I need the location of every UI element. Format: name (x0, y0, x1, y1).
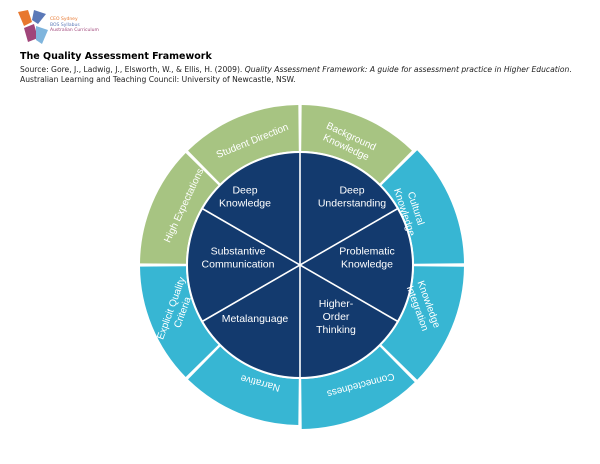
inner-label: Metalanguage (222, 313, 289, 325)
core-divider (201, 207, 399, 323)
outer-label-group: KnowledgeIntegration (403, 279, 442, 334)
outer-segment (301, 105, 412, 184)
outer-segment (188, 346, 299, 425)
source-citation: Source: Gore, J., Ladwig, J., Elsworth, … (20, 65, 595, 85)
outer-segment (381, 150, 464, 264)
outer-label: KnowledgeIntegration (403, 279, 442, 334)
logo-shape-orange (18, 10, 32, 26)
source-title: Quality Assessment Framework: A guide fo… (244, 65, 570, 74)
logo-shape-lightblue (36, 26, 48, 44)
logo-line-1: CEO Sydney (50, 17, 78, 22)
ceo-logo (18, 10, 48, 44)
outer-segment (301, 346, 415, 429)
logo-text: CEO Sydney BOS Syllabus Australian Curri… (50, 17, 99, 34)
logo-line-2: BOS Syllabus (50, 22, 80, 28)
outer-segment (381, 266, 464, 380)
outer-segment (188, 105, 299, 184)
logo-line-3: Australian Curriculum (50, 28, 99, 33)
source-prefix: Source: Gore, J., Ladwig, J., Elsworth, … (20, 65, 245, 74)
logo-shape-purple (24, 24, 38, 42)
page-title: The Quality Assessment Framework (20, 51, 212, 62)
outer-segment (140, 266, 219, 377)
outer-segment (140, 153, 219, 264)
logo-shape-blue (32, 10, 46, 24)
source-suffix: . Australian Learning and Teaching Counc… (20, 65, 572, 84)
